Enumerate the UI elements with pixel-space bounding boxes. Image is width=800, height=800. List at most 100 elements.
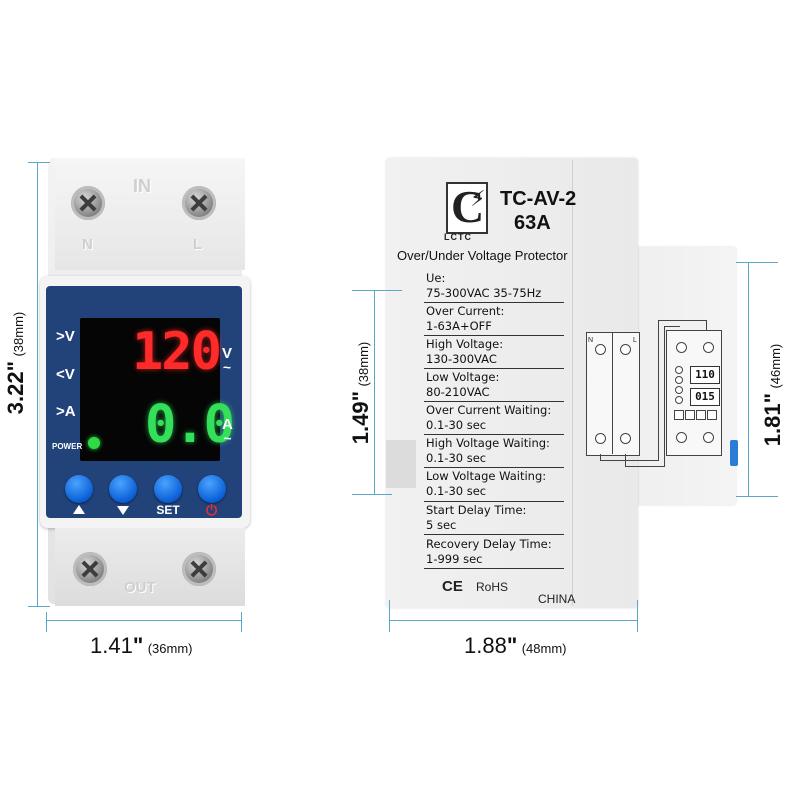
spec-divider	[424, 534, 564, 535]
spec-divider	[424, 335, 564, 336]
over-current-label: >A	[56, 403, 76, 420]
logo-c-icon: C	[451, 181, 485, 232]
diagram-terminal-icon	[595, 433, 606, 444]
input-n-screw-icon	[71, 186, 105, 220]
diagram-indicator-icon	[675, 366, 683, 374]
rohs-mark: RoHS	[476, 580, 509, 594]
dimension-tick	[389, 600, 390, 632]
side-right-height-label: 1.81" (46mm)	[760, 343, 785, 447]
output-n-screw-icon	[73, 552, 107, 586]
product-heading: Over/Under Voltage Protector	[397, 248, 568, 263]
diagram-n-label: N	[588, 337, 594, 344]
power-icon: ⏻	[206, 502, 218, 518]
voltage-reading: 120	[132, 322, 222, 382]
dimension-tick	[241, 612, 242, 632]
current-reading: 0.0	[145, 395, 235, 455]
spec-low-voltage-waiting: Low Voltage Waiting:0.1-30 sec	[426, 469, 547, 498]
spec-high-voltage-waiting: High Voltage Waiting:0.1-30 sec	[426, 436, 550, 465]
front-width-label: 1.41" (36mm)	[90, 633, 193, 658]
diagram-button-icon	[707, 410, 717, 420]
spec-start-delay: Start Delay Time:5 sec	[426, 503, 527, 532]
spec-divider	[424, 467, 564, 468]
diagram-wire	[664, 326, 680, 327]
spec-recovery-delay: Recovery Delay Time:1-999 sec	[426, 537, 552, 566]
dimension-tick	[28, 606, 50, 607]
diagram-wire	[625, 454, 626, 467]
brand-logo-icon	[446, 182, 488, 234]
diagram-line	[612, 332, 613, 454]
rail-clip	[730, 440, 738, 466]
spec-divider	[424, 401, 564, 402]
input-l-screw-icon	[182, 186, 216, 220]
side-width-label: 1.88" (48mm)	[464, 633, 567, 658]
dimension-tick	[352, 494, 392, 495]
spec-high-voltage: High Voltage:130-300VAC	[426, 337, 504, 366]
origin-label: CHINA	[538, 592, 576, 606]
diagram-wire	[658, 320, 659, 460]
led-display	[80, 318, 220, 461]
spec-divider	[424, 434, 564, 435]
side-divider	[572, 160, 573, 606]
front-width-dimension-line	[46, 620, 242, 621]
set-button[interactable]	[154, 475, 182, 503]
diagram-button-icon	[685, 410, 695, 420]
ac-symbol: ~	[223, 430, 232, 446]
dimension-tick	[352, 290, 402, 291]
spec-over-current-waiting: Over Current Waiting:0.1-30 sec	[426, 403, 552, 432]
diagram-terminal-icon	[703, 432, 714, 443]
diagram-wire	[625, 466, 665, 467]
voltage-unit: V ~	[222, 345, 233, 375]
brand-name: LCTC	[444, 232, 472, 242]
diagram-terminal-icon	[595, 344, 606, 355]
set-button-label: SET	[156, 503, 180, 517]
diagram-terminal-icon	[676, 432, 687, 443]
diagram-wire	[600, 454, 601, 461]
input-label: IN	[133, 176, 151, 196]
diagram-wire	[658, 320, 706, 321]
side-rail-notch	[386, 440, 416, 488]
side-left-height-label: 1.49" (38mm)	[348, 341, 373, 445]
diagram-indicator-icon	[675, 396, 683, 404]
spec-divider	[424, 368, 564, 369]
dimension-tick	[637, 600, 638, 632]
spec-divider	[424, 501, 564, 502]
diagram-terminal-icon	[676, 342, 687, 353]
dimension-tick	[736, 496, 778, 497]
diagram-button-icon	[696, 410, 706, 420]
diagram-display-top: 110	[690, 366, 720, 384]
model-number: TC-AV-2	[500, 188, 577, 210]
current-unit: A ~	[222, 416, 233, 446]
diagram-terminal-icon	[620, 344, 631, 355]
ce-mark-icon: CE	[442, 578, 463, 595]
up-button[interactable]	[65, 475, 93, 503]
side-right-height-dimension-line	[748, 262, 749, 496]
diagram-terminal-icon	[703, 342, 714, 353]
arrow-up-icon	[73, 505, 85, 514]
power-led-icon	[88, 437, 100, 449]
front-height-label: 3.22" (38mm)	[3, 311, 28, 415]
spec-ue: Ue:75-300VAC 35-75Hz	[426, 271, 542, 300]
side-width-dimension-line	[389, 620, 638, 621]
spec-over-current: Over Current:1-63A+OFF	[426, 304, 505, 333]
lightning-bolt-icon: ⚡	[470, 186, 486, 211]
power-button[interactable]	[198, 475, 226, 503]
spec-divider	[424, 568, 564, 569]
input-n-label: N	[82, 236, 93, 253]
arrow-down-icon	[117, 506, 129, 515]
ac-symbol: ~	[222, 359, 232, 375]
input-l-label: L	[193, 236, 203, 253]
diagram-indicator-icon	[675, 386, 683, 394]
down-button[interactable]	[109, 475, 137, 503]
spec-low-voltage: Low Voltage:80-210VAC	[426, 370, 500, 399]
current-rating: 63A	[514, 212, 551, 234]
dimension-tick	[46, 612, 47, 632]
side-left-height-dimension-line	[374, 290, 375, 494]
diagram-button-icon	[674, 410, 684, 420]
output-l-screw-icon	[182, 552, 216, 586]
spec-divider	[424, 302, 564, 303]
dimension-tick	[28, 162, 50, 163]
under-voltage-label: <V	[56, 366, 75, 383]
output-label: OUT	[124, 579, 156, 596]
over-voltage-label: >V	[56, 328, 75, 345]
diagram-l-label: L	[633, 337, 637, 344]
